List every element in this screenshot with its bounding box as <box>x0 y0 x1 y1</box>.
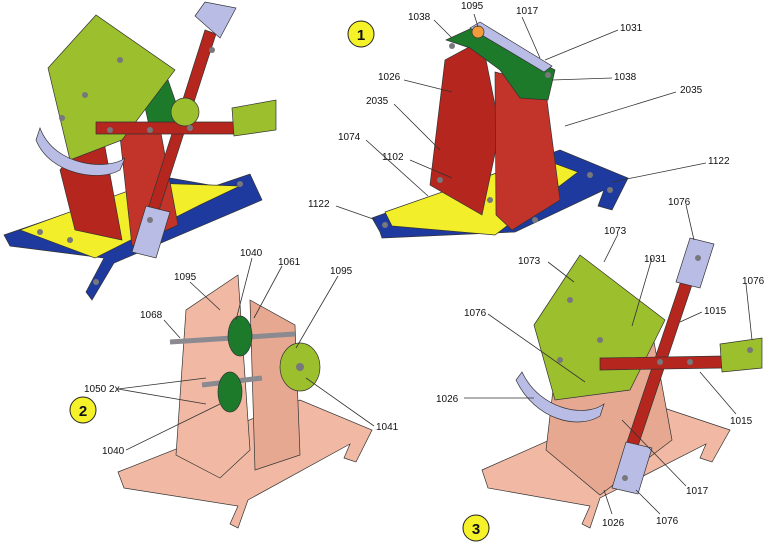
olive-end-plate <box>231 99 277 137</box>
salmon-tower-right <box>249 299 301 471</box>
part-label: 1076 <box>464 308 487 319</box>
part-label: 1038 <box>408 12 431 23</box>
part-label: 1073 <box>518 256 541 267</box>
salmon-tower-left <box>175 274 251 479</box>
lavender-curved-strip <box>35 126 126 176</box>
part-label: 1095 <box>174 272 197 283</box>
part-label: 1073 <box>604 226 627 237</box>
part-label: 1017 <box>686 486 709 497</box>
part-label: 1122 <box>708 156 730 167</box>
lavender-curved-strip <box>515 371 605 423</box>
part-label: 1015 <box>730 416 753 427</box>
lavender-bottom-plate <box>611 441 653 495</box>
part-label: 1076 <box>656 516 679 527</box>
part-label: 1061 <box>278 257 301 268</box>
part-label: 1026 <box>436 394 459 405</box>
part-label: 1095 <box>330 266 353 277</box>
part-label: 1074 <box>338 132 361 143</box>
step-callout-2: 2 <box>69 396 97 424</box>
bolt-dots <box>557 255 753 481</box>
part-label: 1122 <box>308 199 330 210</box>
part-label: 1038 <box>614 72 637 83</box>
olive-end-plate <box>719 337 763 373</box>
hub-green <box>170 97 200 127</box>
part-label: 1017 <box>516 6 539 17</box>
bolt-dots <box>382 43 613 228</box>
red-tower-left <box>429 39 501 216</box>
part-label: 1068 <box>140 310 163 321</box>
step-1-assembly <box>371 21 629 239</box>
part-label: 1026 <box>602 518 625 529</box>
part-label: 1076 <box>742 276 765 287</box>
red-arm-horizontal <box>95 121 241 135</box>
lavender-top-plate <box>675 237 715 289</box>
part-label: 2035 <box>366 96 389 107</box>
step-callout-3: 3 <box>462 514 490 542</box>
green-gear-lower <box>217 371 243 413</box>
part-label: 1095 <box>461 1 484 12</box>
olive-wheel-hub <box>296 363 304 371</box>
part-label: 1040 <box>102 446 125 457</box>
step-3-assembly <box>481 237 763 529</box>
olive-roof-plate <box>47 14 176 161</box>
part-labels: 1038 1095 1017 1031 1038 1026 2035 2035 … <box>84 1 765 529</box>
lavender-bottom-plate <box>131 205 171 259</box>
part-label: 1041 <box>376 422 399 433</box>
part-label: 1102 <box>382 152 404 163</box>
step-2-assembly <box>117 274 373 529</box>
salmon-base <box>117 399 373 529</box>
bolt-dots <box>37 47 243 285</box>
step-callout-1: 1 <box>347 20 375 48</box>
part-label: 1040 <box>240 248 263 259</box>
completed-model <box>3 1 277 301</box>
step-number: 3 <box>472 521 480 538</box>
green-gear-upper <box>227 315 253 357</box>
part-label: 2035 <box>680 85 703 96</box>
leader-lines <box>117 13 753 515</box>
part-label: 1031 <box>644 254 667 265</box>
lavender-top-plate <box>194 1 237 39</box>
orange-pulley <box>471 25 485 39</box>
step-number: 2 <box>79 403 87 420</box>
part-label: 1015 <box>704 306 727 317</box>
step-number: 1 <box>357 27 365 44</box>
part-label: 1076 <box>668 197 691 208</box>
part-label: 1031 <box>620 23 643 34</box>
part-label: 1026 <box>378 72 401 83</box>
part-label: 1050 2x <box>84 384 120 395</box>
